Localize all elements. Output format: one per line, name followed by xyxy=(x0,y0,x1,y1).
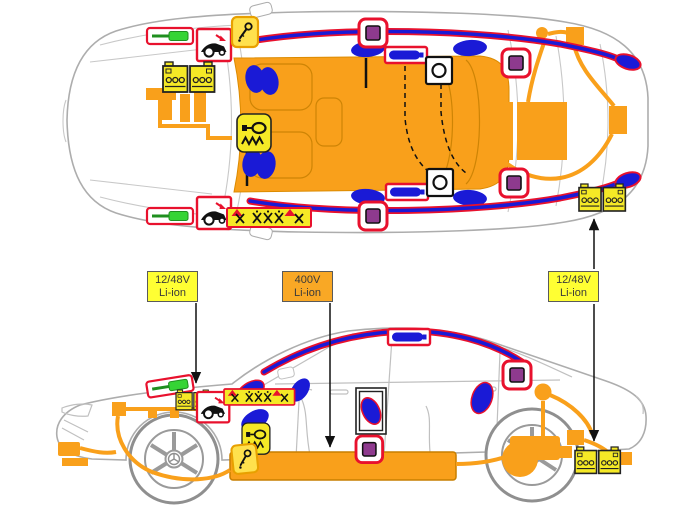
mirror-left xyxy=(249,1,273,19)
gas-strut-icon xyxy=(145,26,195,46)
gas-generator-marker-icon xyxy=(498,167,530,199)
battery-label-hv-400v: 400V Li-ion xyxy=(282,271,333,302)
gas-strut-icon xyxy=(145,206,195,226)
label-chemistry: Li-ion xyxy=(294,287,321,299)
label-chemistry: Li-ion xyxy=(560,287,587,299)
gas-generator-marker-icon xyxy=(500,47,532,79)
wheel-front xyxy=(128,413,220,505)
label-voltage: 12/48V xyxy=(556,274,591,286)
battery-label-rear-12-48v: 12/48V Li-ion xyxy=(548,271,599,302)
vehicle-secure-icon xyxy=(195,195,233,231)
label-voltage: 400V xyxy=(294,274,321,286)
front-hv-wiring xyxy=(158,100,232,140)
gas-generator-marker-icon xyxy=(501,359,533,391)
key-icon xyxy=(229,442,260,476)
gas-generator-marker-icon xyxy=(357,17,389,49)
top-view xyxy=(62,1,649,241)
key-icon xyxy=(230,15,260,49)
electric-motor-heater-icon xyxy=(235,112,273,154)
vehicle-secure-icon xyxy=(195,27,233,63)
mirror-side xyxy=(277,366,295,380)
front-orange-parts xyxy=(58,402,179,466)
gas-generator-marker-icon xyxy=(354,434,385,465)
rear-hv-components xyxy=(497,27,627,160)
label-voltage: 12/48V xyxy=(155,274,190,286)
underfloor-hv-battery xyxy=(229,451,457,481)
hidden-hv-cable-dashed xyxy=(404,66,467,179)
seatbelt-retractor-icon xyxy=(424,55,454,86)
battery-label-front-12-48v: 12/48V Li-ion xyxy=(147,271,198,302)
pyrotechnic-strip-icon xyxy=(223,388,296,406)
curtain-airbag-line-left xyxy=(246,27,642,71)
curtain-airbag-inflator-icon xyxy=(383,45,429,65)
seatbelt-retractor-icon xyxy=(425,167,455,198)
pyrotechnic-strip-icon xyxy=(226,207,312,228)
leader-arrows xyxy=(190,218,600,448)
curtain-airbag-inflator-icon xyxy=(386,327,432,347)
curtain-airbag-inflator-icon xyxy=(384,182,430,202)
brand-star-icon xyxy=(167,452,181,466)
charge-port-side xyxy=(534,383,552,401)
door-airbag-icon xyxy=(355,387,387,435)
label-chemistry: Li-ion xyxy=(159,287,186,299)
side-view xyxy=(55,327,647,505)
gas-generator-marker-icon xyxy=(357,200,389,232)
charge-port-top xyxy=(609,106,627,134)
